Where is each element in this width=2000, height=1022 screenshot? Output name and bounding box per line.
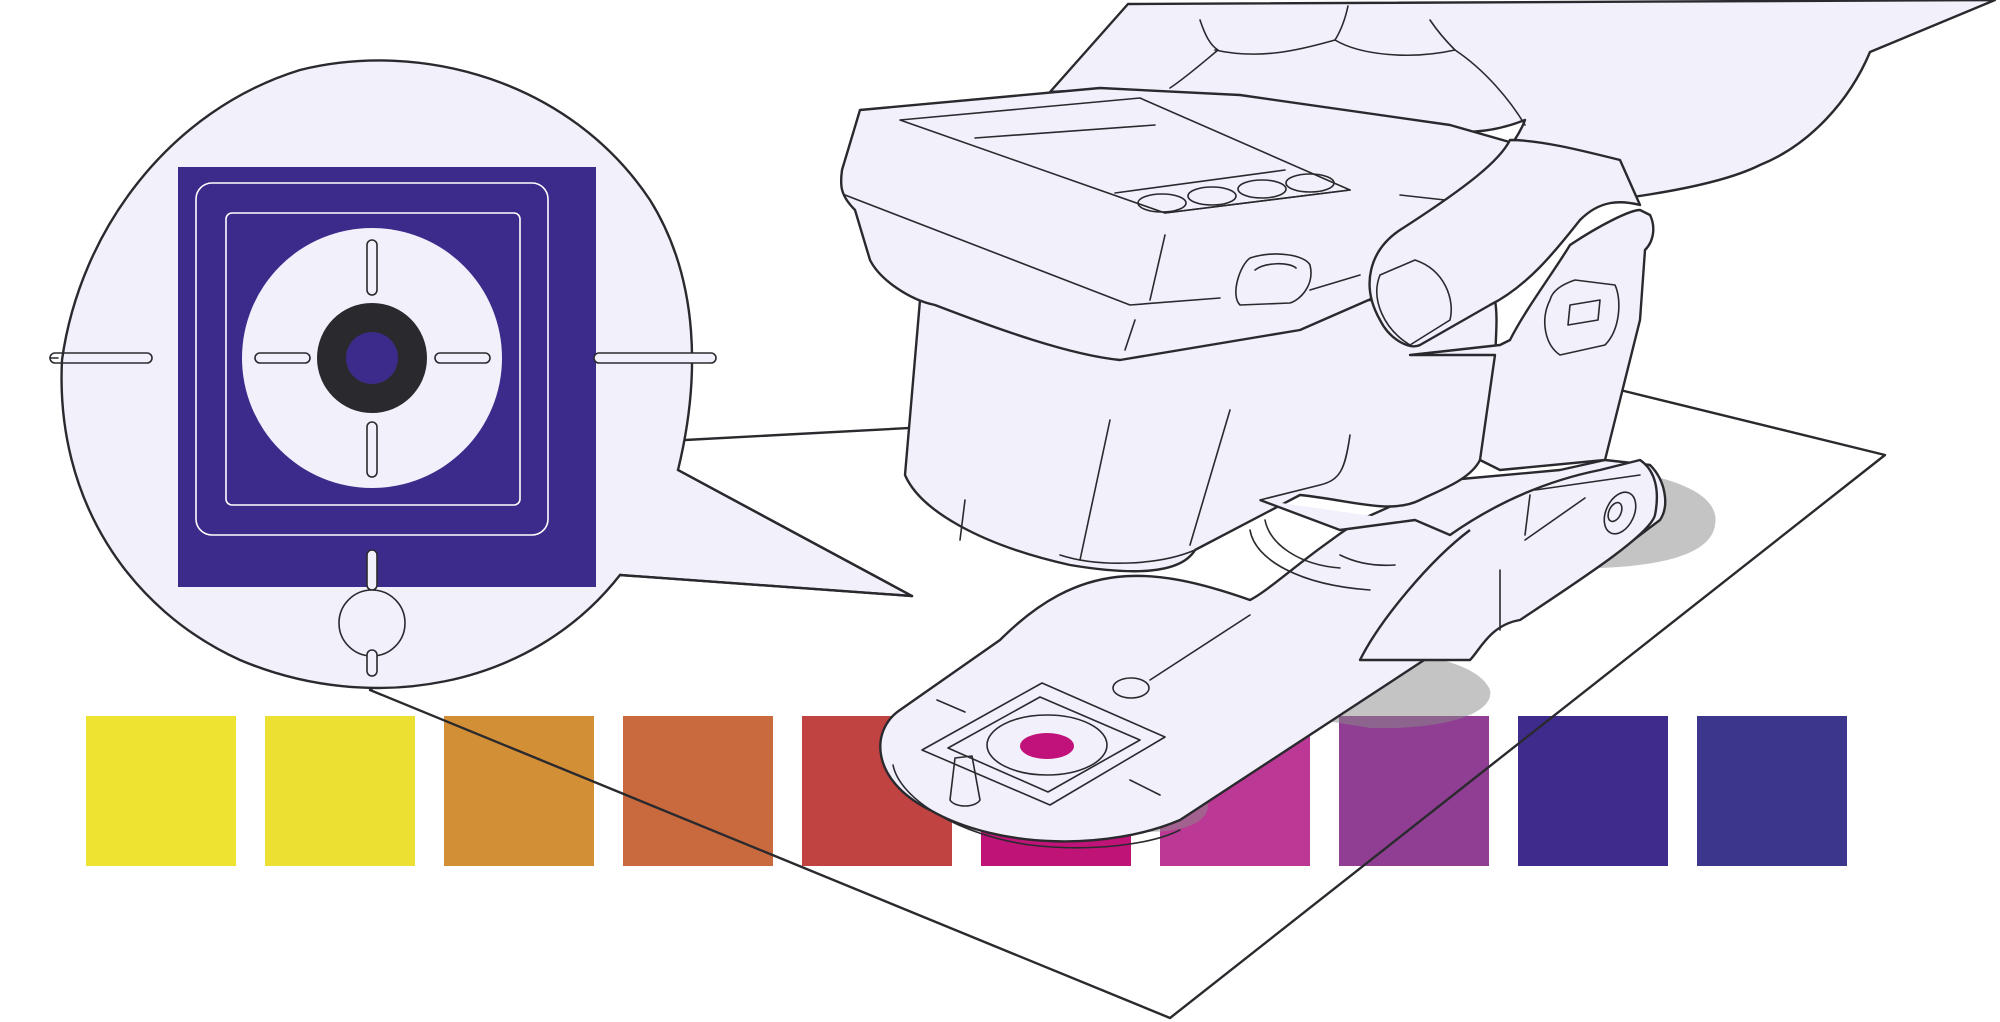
color-patch	[444, 716, 594, 866]
magnifier-callout-icon	[49, 59, 914, 690]
color-patch	[1518, 716, 1668, 866]
color-patch	[1339, 716, 1489, 866]
color-patch	[623, 716, 773, 866]
spectrophotometer-icon	[839, 86, 1667, 849]
color-patch	[86, 716, 236, 866]
color-patch	[1697, 716, 1847, 866]
aperture-spot	[1020, 733, 1074, 759]
color-patch	[265, 716, 415, 866]
